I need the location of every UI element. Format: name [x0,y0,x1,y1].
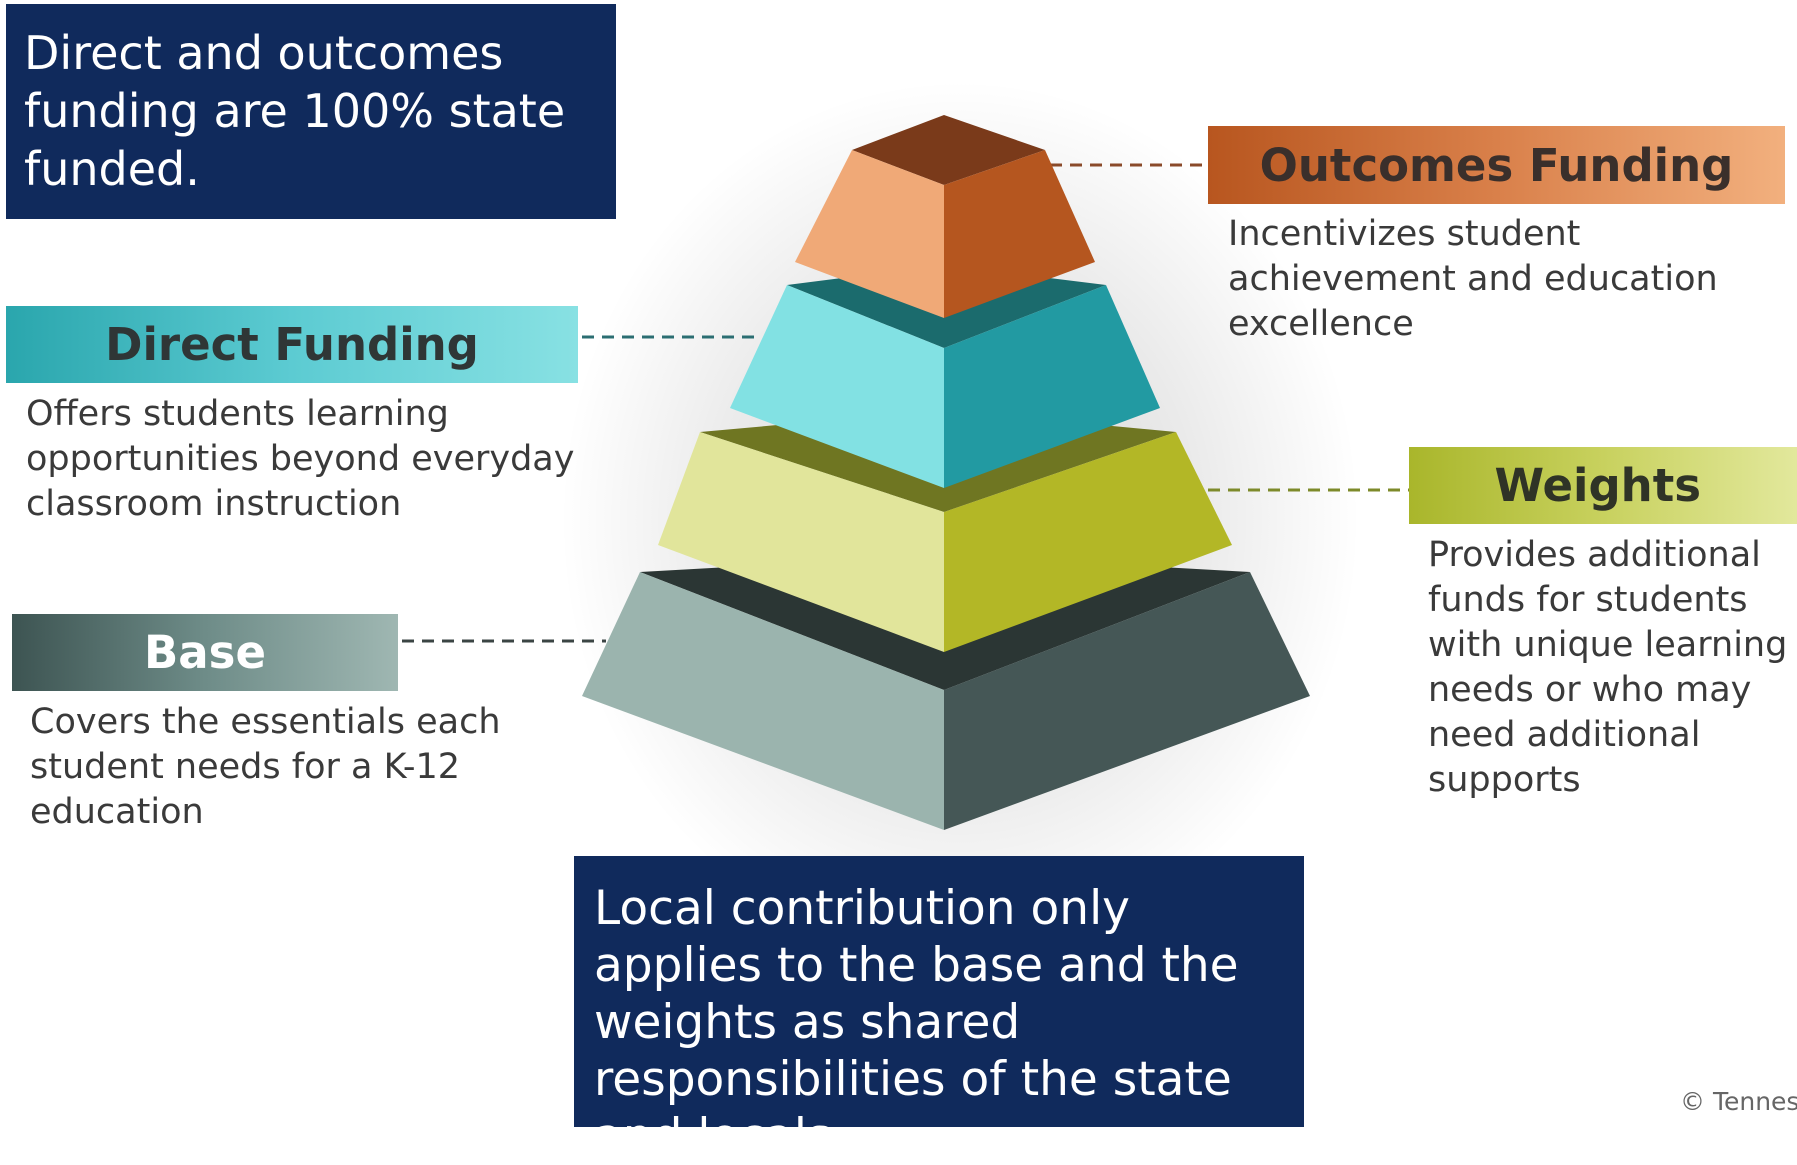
base-label-text: Base [144,626,266,679]
weights-label: Weights [1409,447,1797,524]
base-left-face [582,572,944,830]
copyright-text: © Tennes [1680,1087,1797,1116]
direct-right-face [944,285,1160,488]
pyramid-tier-outcomes [795,115,1095,318]
outcomes-right-face [944,150,1095,318]
weights-left-face [658,432,944,652]
base-description: Covers the essentials each student needs… [30,702,501,832]
base-label: Base [12,614,398,691]
base-right-face [944,572,1310,830]
direct-funding-description: Offers students learning opportunities b… [26,394,575,524]
weights-description: Provides additional funds for students w… [1428,535,1788,800]
pyramid-diagram [402,80,1409,960]
outcomes-left-face [795,150,944,318]
direct-funding-label-text: Direct Funding [105,318,479,371]
weights-right-face [944,432,1232,652]
direct-left-face [730,285,944,488]
state-funding-note-text: Direct and outcomes funding are 100% sta… [24,26,566,196]
local-contribution-note: Local contribution only applies to the b… [574,856,1304,1164]
outcomes-funding-label-text: Outcomes Funding [1259,138,1734,192]
outcomes-funding-label: Outcomes Funding [1208,126,1785,204]
state-funding-note: Direct and outcomes funding are 100% sta… [6,4,616,219]
local-contribution-note-text: Local contribution only applies to the b… [594,881,1239,1164]
outcomes-top-face [852,115,1045,185]
outcomes-funding-description: Incentivizes student achievement and edu… [1228,214,1718,344]
direct-funding-label: Direct Funding [6,306,578,383]
weights-label-text: Weights [1494,459,1701,512]
